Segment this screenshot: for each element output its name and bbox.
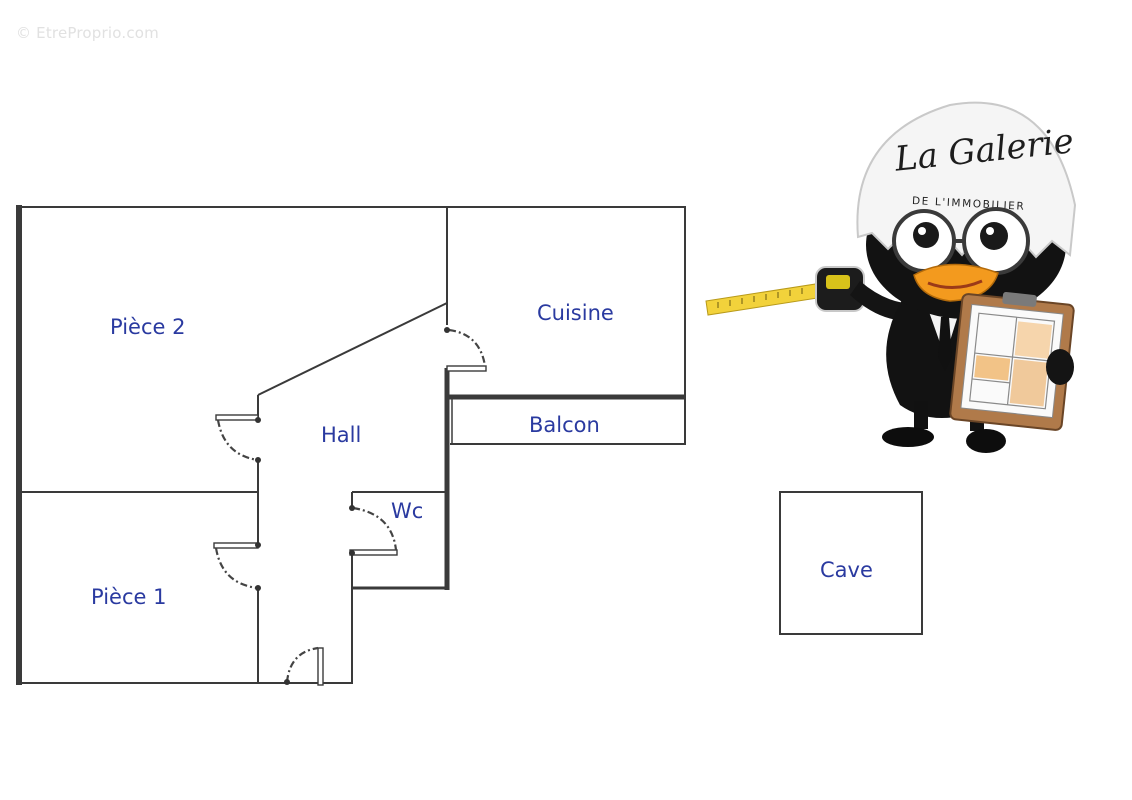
door-piece1 — [213, 542, 261, 591]
clipboard-floor-plan-icon — [949, 292, 1075, 431]
room-cave-outline — [779, 491, 923, 635]
mascot-eyes — [892, 207, 1030, 275]
wall-diagonal — [257, 302, 448, 396]
label-piece2: Pièce 2 — [110, 315, 185, 339]
watermark: © EtreProprio.com — [16, 24, 159, 42]
door-wc — [349, 505, 398, 556]
label-balcon: Balcon — [529, 413, 600, 437]
mascot-illustration: La Galerie DE L'IMMOBILIER — [705, 101, 1077, 453]
label-piece1: Pièce 1 — [91, 585, 166, 609]
mascot-beak — [913, 263, 999, 302]
door-entrance — [284, 646, 324, 686]
door-piece2 — [215, 414, 261, 463]
label-cave: Cave — [820, 558, 873, 582]
mascot-tie — [938, 317, 952, 371]
mascot-shoe-right — [966, 429, 1006, 453]
measuring-tape-icon — [705, 266, 865, 316]
door-cuisine — [444, 327, 487, 372]
label-hall: Hall — [321, 423, 361, 447]
label-cuisine: Cuisine — [537, 301, 614, 325]
mascot-shoe-left — [882, 427, 934, 447]
label-wc: Wc — [391, 499, 423, 523]
